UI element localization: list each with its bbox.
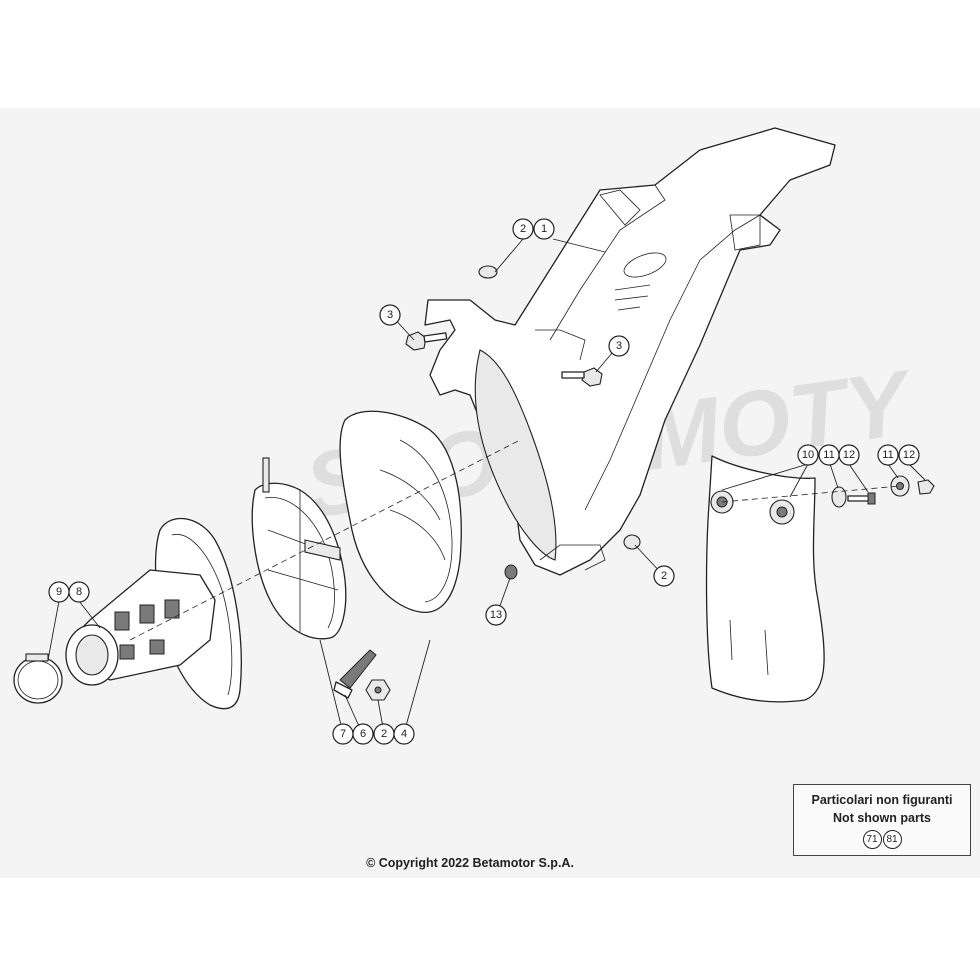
not-shown-parts-legend: Particolari non figuranti Not shown part… xyxy=(793,784,971,856)
svg-text:9: 9 xyxy=(56,586,62,598)
callout-4: 4 xyxy=(393,723,415,745)
callout-2-top: 2 xyxy=(512,218,534,240)
callout-3-left: 3 xyxy=(379,304,401,326)
hose-clamp xyxy=(13,653,63,704)
bolt-left xyxy=(405,331,448,351)
svg-text:11: 11 xyxy=(823,449,834,461)
legend-part-numbers: 71 81 xyxy=(794,830,970,849)
callout-12-b: 12 xyxy=(898,444,920,466)
svg-text:1: 1 xyxy=(541,223,547,235)
grommet-right xyxy=(623,534,641,550)
air-filter xyxy=(339,410,462,614)
callout-2-right: 2 xyxy=(653,565,675,587)
grommet-11b xyxy=(890,475,910,497)
callout-6: 6 xyxy=(352,723,374,745)
svg-text:3: 3 xyxy=(387,309,393,321)
leader-lines xyxy=(47,238,926,734)
svg-text:12: 12 xyxy=(843,449,855,461)
svg-text:2: 2 xyxy=(520,223,526,235)
filter-latch xyxy=(333,649,377,699)
callout-11-b: 11 xyxy=(877,444,899,466)
svg-text:12: 12 xyxy=(903,449,915,461)
rubber-grommet-top xyxy=(478,265,498,279)
callout-7: 7 xyxy=(332,723,354,745)
side-cover xyxy=(705,455,825,703)
legend-title-english: Not shown parts xyxy=(833,811,931,825)
svg-text:13: 13 xyxy=(490,609,502,621)
legend-part-71: 71 xyxy=(862,830,882,849)
nut-bottom xyxy=(365,679,391,701)
drawing-sheet xyxy=(0,108,980,878)
grommet-11a xyxy=(831,486,847,508)
plug-13 xyxy=(504,564,518,580)
filter-cage xyxy=(251,457,347,640)
legend-title-italian: Particolari non figuranti xyxy=(811,793,953,807)
svg-text:11: 11 xyxy=(882,449,893,461)
callout-2-bottom: 2 xyxy=(373,723,395,745)
callout-9: 9 xyxy=(48,581,70,603)
svg-text:2: 2 xyxy=(661,570,667,582)
callout-10: 10 xyxy=(797,444,819,466)
callout-8: 8 xyxy=(68,581,90,603)
callout-3-right: 3 xyxy=(608,335,630,357)
legend-part-81: 81 xyxy=(882,830,902,849)
svg-text:3: 3 xyxy=(616,340,622,352)
svg-text:10: 10 xyxy=(802,449,814,461)
svg-text:8: 8 xyxy=(76,586,82,598)
intake-boot xyxy=(65,517,242,710)
svg-text:7: 7 xyxy=(340,728,346,740)
callout-12-a: 12 xyxy=(838,444,860,466)
airbox-body xyxy=(424,127,836,576)
callout-11-a: 11 xyxy=(818,444,840,466)
callout-1: 1 xyxy=(533,218,555,240)
svg-text:2: 2 xyxy=(381,728,387,740)
bolt-12a xyxy=(847,492,876,505)
assembly-axis xyxy=(129,439,521,641)
callout-13: 13 xyxy=(485,604,507,626)
bolt-12b xyxy=(917,479,935,495)
svg-text:6: 6 xyxy=(360,728,366,740)
copyright-notice: © Copyright 2022 Betamotor S.p.A. xyxy=(366,856,574,870)
svg-text:4: 4 xyxy=(401,728,407,740)
bolt-right xyxy=(561,367,603,387)
